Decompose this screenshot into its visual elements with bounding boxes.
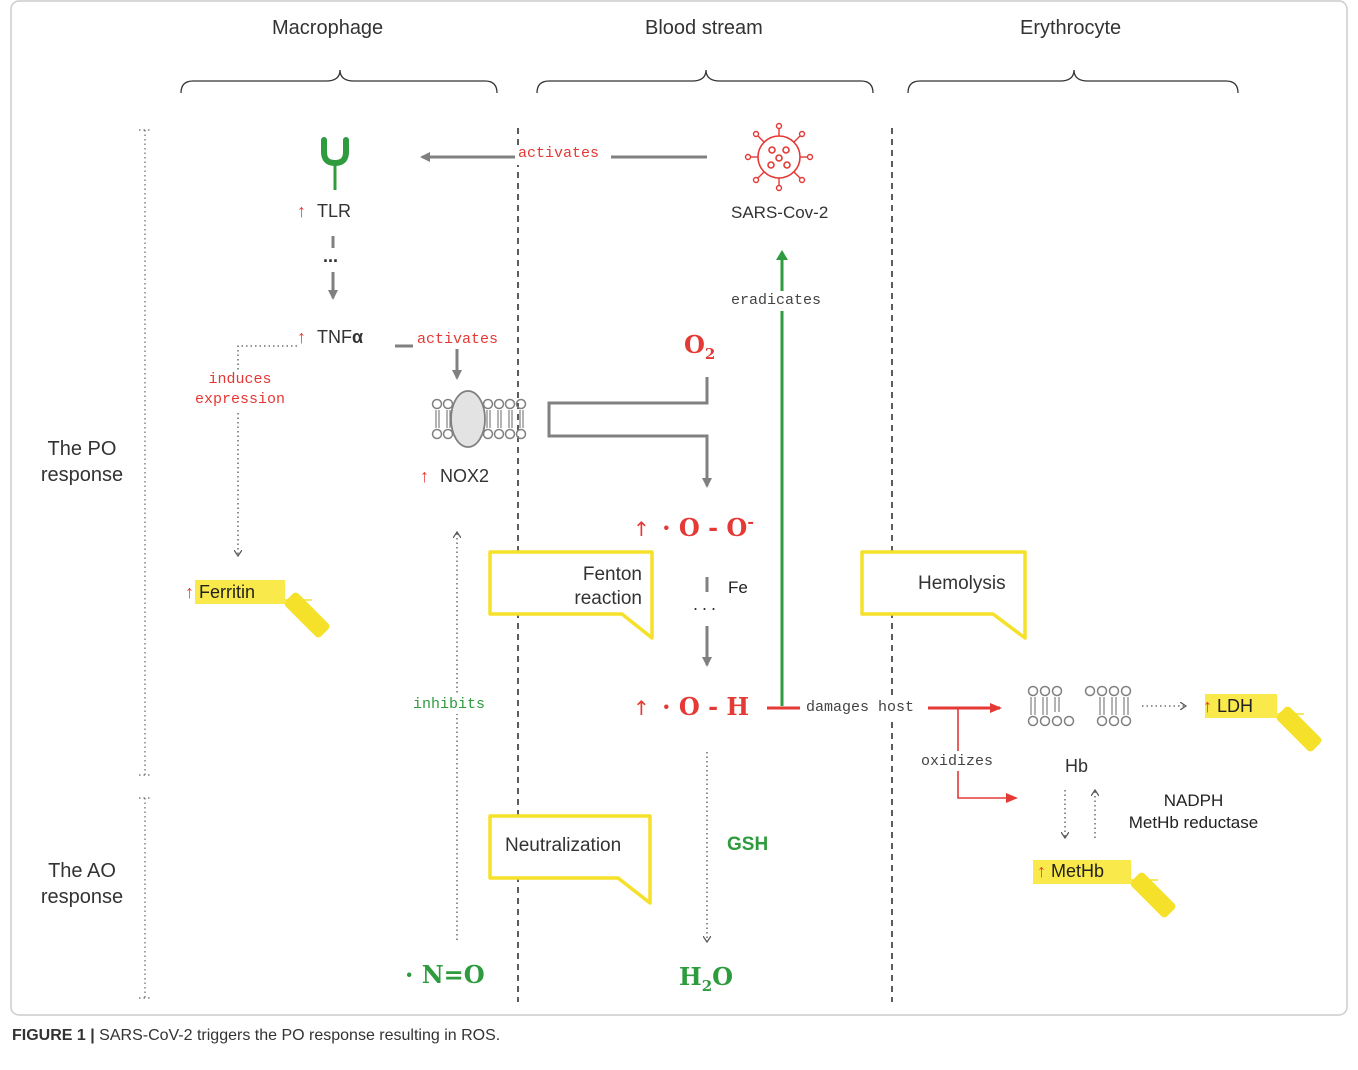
- tlr-node: ↑ TLR: [297, 201, 351, 222]
- edge-label-eradicates: eradicates: [731, 292, 822, 309]
- methb-node: ↑ MetHb: [1037, 861, 1104, 882]
- increase-arrow-icon: ↑: [297, 327, 306, 347]
- ao-row-bracket: [139, 797, 151, 999]
- callout-fenton-text: Fenton reaction: [560, 563, 642, 611]
- figure-frame: [10, 0, 1348, 1016]
- arrow-o2-through-nox2: [547, 377, 712, 488]
- callout-fenton: [488, 550, 654, 640]
- lysed-membrane-icon: [1027, 685, 1132, 727]
- row-title-po-line1: The PO: [47, 438, 117, 460]
- fenton-dots: ...: [693, 594, 721, 614]
- column-title-erythrocyte: Erythrocyte: [1020, 17, 1122, 39]
- edge-label-induces-line2: expression: [194, 391, 285, 408]
- brace-blood-stream: [536, 69, 874, 94]
- water-node: H2O: [679, 962, 733, 995]
- fenton-line1: Fenton: [582, 564, 642, 585]
- superoxide-label: · O - O: [662, 513, 748, 542]
- hydroxyl-label: · O - H: [662, 692, 750, 721]
- row-title-po-line2: response: [40, 464, 124, 486]
- nadph-line1: NADPH: [1163, 791, 1224, 810]
- column-title-blood-stream: Blood stream: [645, 17, 763, 39]
- nadph-line2: MetHb reductase: [1128, 813, 1259, 832]
- water-h: H: [679, 962, 702, 991]
- highlighter-ferritin: [195, 580, 330, 638]
- nox2-membrane-icon: [431, 390, 527, 448]
- arrow-oxidizes-hb: [957, 708, 1018, 803]
- hemoglobin-label: Hb: [1065, 756, 1089, 776]
- ferritin-label: Ferritin: [199, 582, 256, 602]
- increase-arrow-icon: ↑: [633, 696, 650, 720]
- brace-macrophage: [180, 69, 498, 94]
- nox2-label: NOX2: [440, 466, 490, 486]
- nadph-methb-reductase: NADPH MetHb reductase: [1121, 790, 1266, 834]
- edge-label-induces-expression: induces expression: [188, 370, 292, 410]
- increase-arrow-icon: ↑: [297, 201, 306, 221]
- arrow-tnf-activates-nox2: [395, 344, 462, 380]
- superoxide-charge: -: [747, 512, 754, 531]
- fenton-line2: reaction: [574, 588, 642, 609]
- methb-label: MetHb: [1051, 861, 1105, 881]
- highlighter-ldh: [1205, 694, 1322, 752]
- edge-label-inhibits: inhibits: [413, 696, 486, 713]
- tnf-alpha-symbol: α: [352, 327, 364, 347]
- callout-neutralization-text: Neutralization: [505, 835, 622, 856]
- edge-label-oxidizes: oxidizes: [921, 753, 994, 770]
- callout-hemolysis-text: Hemolysis: [918, 573, 1006, 594]
- edge-label-damages-host: damages host: [806, 699, 915, 716]
- ldh-label: LDH: [1217, 696, 1254, 716]
- increase-arrow-icon: ↑: [420, 466, 429, 486]
- row-title-po: The PO response: [34, 436, 130, 488]
- sars-cov-2-label: SARS-Cov-2: [731, 203, 829, 222]
- callout-hemolysis: [860, 550, 1027, 640]
- tnf-node: ↑ TNFα: [297, 327, 363, 348]
- figure-caption: FIGURE 1 | SARS-CoV-2 triggers the PO re…: [12, 1027, 500, 1045]
- ferritin-node: ↑ Ferritin: [185, 582, 255, 603]
- virus-icon: [744, 122, 814, 192]
- edge-label-induces-line1: induces: [208, 371, 272, 388]
- oxygen-subscript: 2: [704, 344, 716, 363]
- po-row-bracket: [139, 129, 151, 776]
- row-title-ao: The AO response: [34, 858, 130, 910]
- tlr-receptor-icon: [321, 137, 349, 190]
- increase-arrow-icon: ↑: [185, 582, 194, 602]
- arrow-tnf-induces-ferritin: [238, 345, 297, 556]
- nitric-oxide-node: · N=O: [405, 960, 485, 989]
- row-title-ao-line1: The AO: [48, 860, 116, 882]
- signal-dots: ...: [323, 246, 339, 266]
- brace-erythrocyte: [907, 69, 1239, 94]
- caption-label: FIGURE 1 |: [12, 1027, 95, 1044]
- oxygen-node: O2: [684, 330, 715, 363]
- water-subscript: 2: [701, 976, 713, 995]
- row-title-ao-line2: response: [40, 886, 124, 908]
- highlighter-methb: [1033, 860, 1176, 918]
- oxygen-label: O: [684, 330, 705, 359]
- increase-arrow-icon: ↑: [1037, 861, 1046, 881]
- callout-neutralization: [488, 814, 652, 905]
- tnf-label: TNF: [317, 327, 353, 347]
- edge-label-activates-tlr: activates: [518, 145, 600, 162]
- nox2-node: ↑ NOX2: [420, 466, 489, 487]
- superoxide-node: ↑ · O - O-: [633, 512, 754, 542]
- increase-arrow-icon: ↑: [633, 517, 650, 541]
- increase-arrow-icon: ↑: [1203, 696, 1212, 716]
- edge-label-activates-nox2: activates: [417, 331, 499, 348]
- water-o: O: [712, 962, 734, 991]
- ldh-node: ↑ LDH: [1203, 696, 1253, 717]
- iron-label: Fe: [728, 578, 748, 597]
- hydroxyl-node: ↑ · O - H: [633, 692, 749, 721]
- column-title-macrophage: Macrophage: [272, 17, 384, 39]
- caption-text: SARS-CoV-2 triggers the PO response resu…: [94, 1027, 501, 1044]
- tlr-label: TLR: [317, 201, 352, 221]
- gsh-label: GSH: [727, 834, 769, 855]
